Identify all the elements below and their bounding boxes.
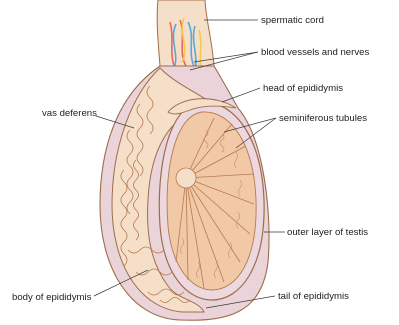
- label-body-epididymis: body of epididymis: [12, 292, 92, 303]
- rete-testis: [176, 168, 196, 188]
- spermatic-cord-shape: [157, 0, 214, 66]
- label-outer-layer: outer layer of testis: [287, 227, 368, 238]
- label-blood-vessels: blood vessels and nerves: [261, 47, 369, 58]
- label-head-epididymis: head of epididymis: [263, 83, 343, 94]
- label-seminiferous-tubules: seminiferous tubules: [279, 113, 367, 124]
- label-vas-deferens: vas deferens: [42, 108, 97, 119]
- label-tail-epididymis: tail of epididymis: [278, 291, 349, 302]
- label-spermatic-cord: spermatic cord: [261, 15, 324, 26]
